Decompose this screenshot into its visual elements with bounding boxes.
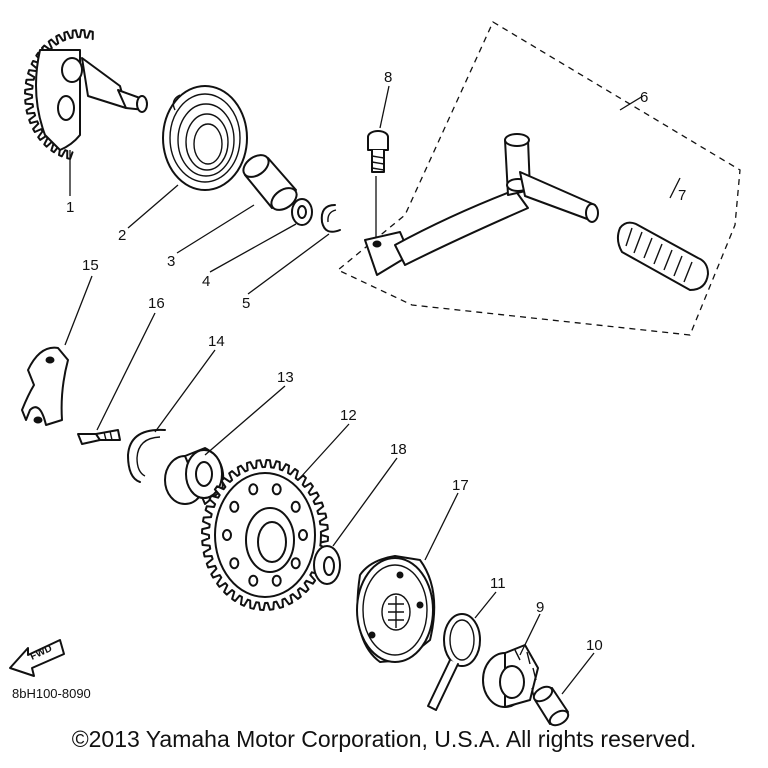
part-7-kick-grip[interactable] [616,221,709,291]
copyright-notice: ©2013 Yamaha Motor Corporation, U.S.A. A… [71,726,697,752]
callout-13: 13 [277,369,294,386]
leader-lines [64,85,681,695]
callout-18: 18 [390,441,407,458]
part-6-group-outline [336,21,741,336]
part-13-bearing[interactable] [164,447,225,505]
gear-hole [229,557,240,570]
part-1-kick-gear[interactable] [24,29,148,160]
callout-2: 2 [118,227,126,244]
part-9-pinion-gear[interactable] [482,644,539,708]
gear-hole [271,574,282,587]
callout-4: 4 [202,273,210,290]
part-11-spring-clip[interactable] [427,613,481,711]
diagram-code: 8bH100-8090 [12,686,91,701]
callout-8: 8 [384,69,392,86]
callout-numbers: 1 2 3 4 5 6 7 8 9 10 11 12 13 14 15 16 1… [66,69,686,654]
gear-hole [248,483,259,496]
gear-hole [229,500,240,513]
part-2-spring[interactable] [162,85,248,191]
gear-hole [290,557,301,570]
part-18-washer[interactable] [313,545,341,585]
callout-6: 6 [640,89,648,106]
fwd-arrow-icon: FWD [9,639,65,677]
gear-hole [222,529,232,541]
callout-17: 17 [452,477,469,494]
part-10-sleeve[interactable] [531,684,570,728]
gear-hole [290,500,301,513]
part-12-large-gear[interactable] [201,459,329,611]
part-5-circlip[interactable] [320,204,341,233]
part-16-screw[interactable] [77,429,121,445]
part-8-bolt[interactable] [367,130,389,173]
part-15-stopper-plate[interactable] [21,346,69,426]
part-17-one-way-clutch[interactable] [356,555,436,663]
part-6-kick-crank[interactable] [364,133,599,276]
callout-10: 10 [586,637,603,654]
part-3-collar[interactable] [239,151,300,215]
gear-hole [248,574,259,587]
callout-1: 1 [66,199,74,216]
gear-hole [298,529,308,541]
part-14-circlip[interactable] [127,428,166,483]
callout-15: 15 [82,257,99,274]
callout-7: 7 [678,187,686,204]
part-4-washer[interactable] [291,198,313,226]
callout-16: 16 [148,295,165,312]
callout-12: 12 [340,407,357,424]
callout-11: 11 [490,575,506,592]
callout-14: 14 [208,333,225,350]
callout-5: 5 [242,295,250,312]
callout-9: 9 [536,599,544,616]
callout-3: 3 [167,253,175,270]
gear-hole [271,483,282,496]
